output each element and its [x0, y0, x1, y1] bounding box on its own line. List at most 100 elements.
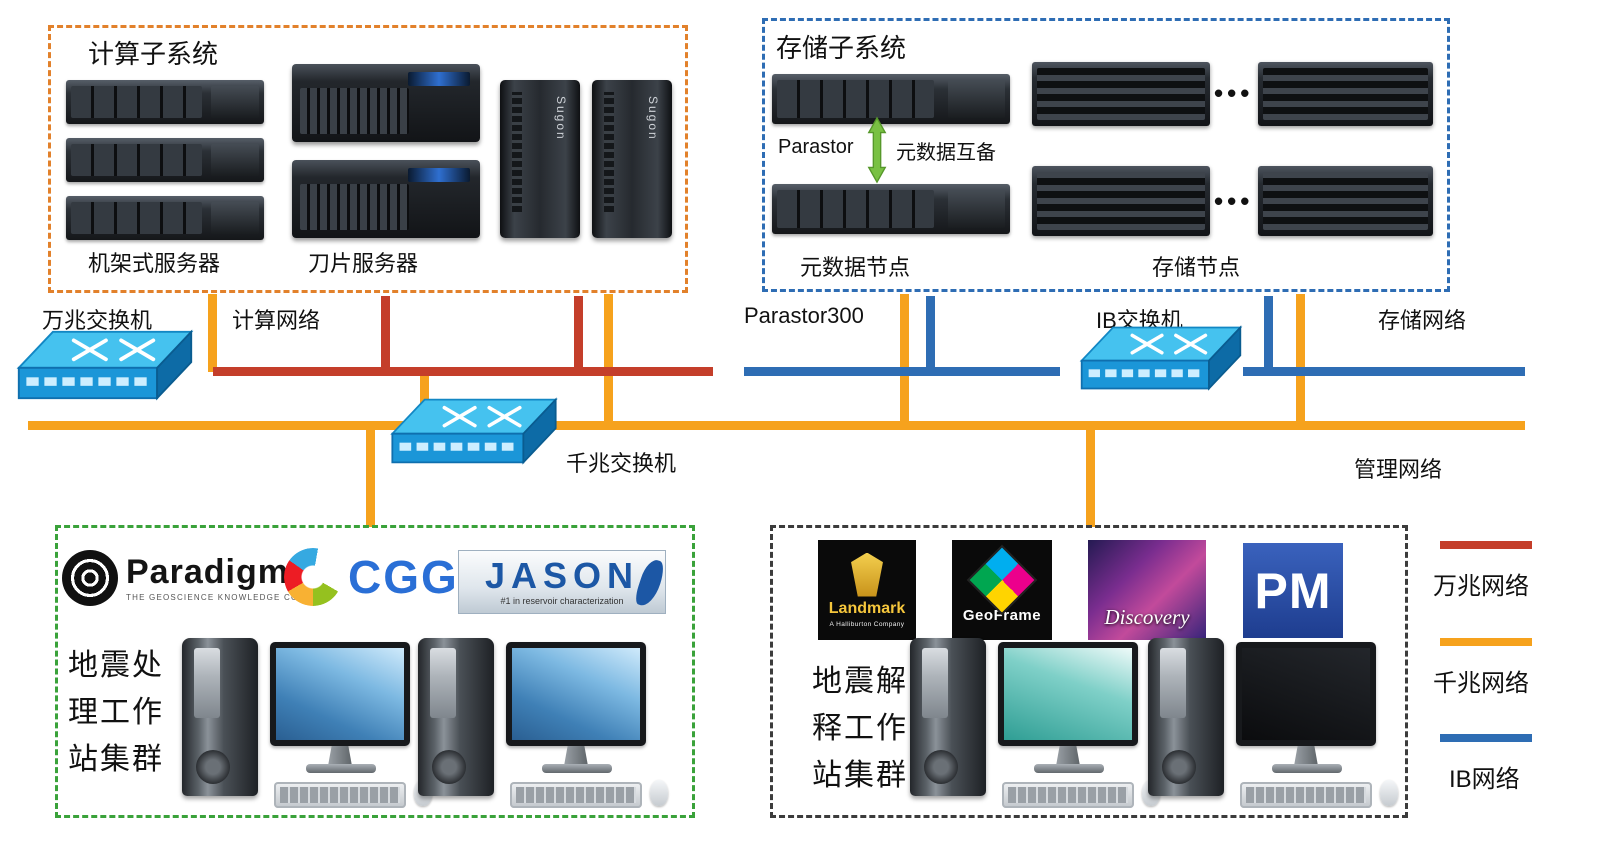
discovery-logo: Discovery — [1088, 540, 1206, 640]
metadata-1g-drop-line — [900, 294, 909, 426]
jason-name: JASON — [484, 555, 640, 596]
processing-workstation — [182, 630, 432, 815]
workstation-tower — [910, 638, 986, 796]
ib-network-line-right — [1243, 367, 1525, 376]
processing-label-line: 地震处 — [68, 649, 164, 682]
landmark-emblem-icon — [851, 552, 883, 597]
workstation-keyboard — [274, 782, 406, 808]
processing-label-line: 理工作 — [68, 696, 164, 729]
interpretation-drop-line — [1086, 428, 1095, 527]
tower-brand-label: Sugon — [554, 96, 568, 141]
workstation-mouse — [1380, 780, 1398, 806]
rack-server — [66, 196, 264, 240]
storage-1g-drop-line — [1296, 294, 1305, 426]
landmark-tagline: A Halliburton Company — [829, 620, 905, 628]
metadata-server — [772, 74, 1010, 124]
monitor-stand — [1294, 746, 1318, 766]
storage-ellipsis: ••• — [1214, 78, 1254, 108]
geoframe-diamond-icon — [966, 544, 1038, 615]
paradigm-name: Paradigm — [126, 552, 289, 591]
cgg-name: CGG — [348, 551, 459, 603]
interpretation-label-line: 站集群 — [812, 759, 908, 792]
storage-node — [1032, 62, 1210, 126]
tower-brand-label: Sugon — [646, 96, 660, 141]
workstation-mouse — [650, 780, 668, 806]
discovery-name: Discovery — [1104, 605, 1190, 629]
workstation-monitor — [270, 642, 410, 746]
geoframe-logo: GeoFrame — [952, 540, 1052, 640]
parastor-label: Parastor — [778, 136, 854, 158]
storage-ib-drop-line — [1264, 296, 1273, 370]
paradigm-logo: Paradigm THE GEOSCIENCE KNOWLEDGE COMPAN… — [62, 550, 332, 606]
workstation-keyboard — [510, 782, 642, 808]
workstation-tower — [1148, 638, 1224, 796]
jason-tagline: #1 in reservoir characterization — [500, 596, 624, 606]
metadata-node-label: 元数据节点 — [800, 255, 911, 280]
processing-label-line: 站集群 — [68, 743, 164, 776]
workstation-tower — [418, 638, 494, 796]
metadata-ib-drop-line — [926, 296, 935, 370]
ib-network-line-left — [744, 367, 1060, 376]
compute-mgmt-drop-line — [208, 294, 217, 372]
workstation-screen — [1004, 648, 1132, 740]
legend-10g-line — [1440, 541, 1532, 549]
landmark-logo: Landmark A Halliburton Company — [818, 540, 916, 640]
interpretation-workstation — [910, 630, 1160, 815]
paradigm-icon — [62, 550, 118, 606]
workstation-screen — [1242, 648, 1370, 740]
workstation-screen — [512, 648, 640, 740]
legend-1g-label: 千兆网络 — [1433, 670, 1529, 697]
storage-subsystem-box — [762, 18, 1450, 292]
legend-1g-line — [1440, 638, 1532, 646]
interpretation-cluster-label: 地震解 释工作 站集群 — [812, 658, 908, 799]
geoframe-name: GeoFrame — [962, 606, 1042, 624]
monitor-base — [1272, 764, 1342, 773]
interpretation-cluster-box — [770, 525, 1408, 818]
monitor-stand — [564, 746, 588, 766]
switch-10g-icon — [16, 329, 194, 401]
storage-subsystem-title: 存储子系统 — [776, 33, 907, 63]
tower-server: Sugon — [592, 80, 672, 238]
switch-1g-label: 千兆交换机 — [566, 451, 677, 476]
blade-10g-drop-line — [381, 296, 390, 370]
monitor-stand — [328, 746, 352, 766]
workstation-monitor — [506, 642, 646, 746]
processing-cluster-box — [55, 525, 695, 818]
storage-node — [1032, 166, 1210, 236]
monitor-base — [306, 764, 376, 773]
cgg-logo: CGG — [284, 548, 459, 606]
legend-ib-line — [1440, 734, 1532, 742]
landmark-name: Landmark — [828, 599, 906, 617]
legend-10g-label: 万兆网络 — [1433, 573, 1529, 600]
storage-node — [1258, 62, 1433, 126]
management-network-line — [28, 421, 1525, 430]
metadata-server — [772, 184, 1010, 234]
legend-ib-label: IB网络 — [1449, 766, 1520, 793]
monitor-stand — [1056, 746, 1080, 766]
compute-network-label: 计算网络 — [232, 308, 321, 333]
switch-1g-icon — [390, 397, 558, 465]
parastor300-label: Parastor300 — [744, 303, 864, 328]
compute-subsystem-box — [48, 25, 688, 293]
workstation-monitor — [998, 642, 1138, 746]
pm-name: PM — [1254, 562, 1332, 619]
processing-cluster-label: 地震处 理工作 站集群 — [68, 642, 164, 783]
metadata-mirror-arrow-icon — [867, 116, 887, 184]
rack-server-label: 机架式服务器 — [88, 251, 221, 276]
cgg-icon — [284, 548, 342, 606]
blade-server — [292, 160, 480, 238]
storage-ellipsis: ••• — [1214, 186, 1254, 216]
compute-1g-drop-line — [604, 294, 613, 426]
blade-server — [292, 64, 480, 142]
rack-server — [66, 138, 264, 182]
compute-subsystem-title: 计算子系统 — [88, 39, 219, 69]
storage-node-label: 存储节点 — [1152, 255, 1241, 280]
workstation-tower — [182, 638, 258, 796]
monitor-base — [542, 764, 612, 773]
jason-logo: JASON #1 in reservoir characterization — [458, 550, 666, 614]
processing-drop-line — [366, 428, 375, 527]
workstation-keyboard — [1002, 782, 1134, 808]
blade-10g-drop-line-2 — [574, 296, 583, 370]
storage-network-label: 存储网络 — [1378, 308, 1467, 333]
